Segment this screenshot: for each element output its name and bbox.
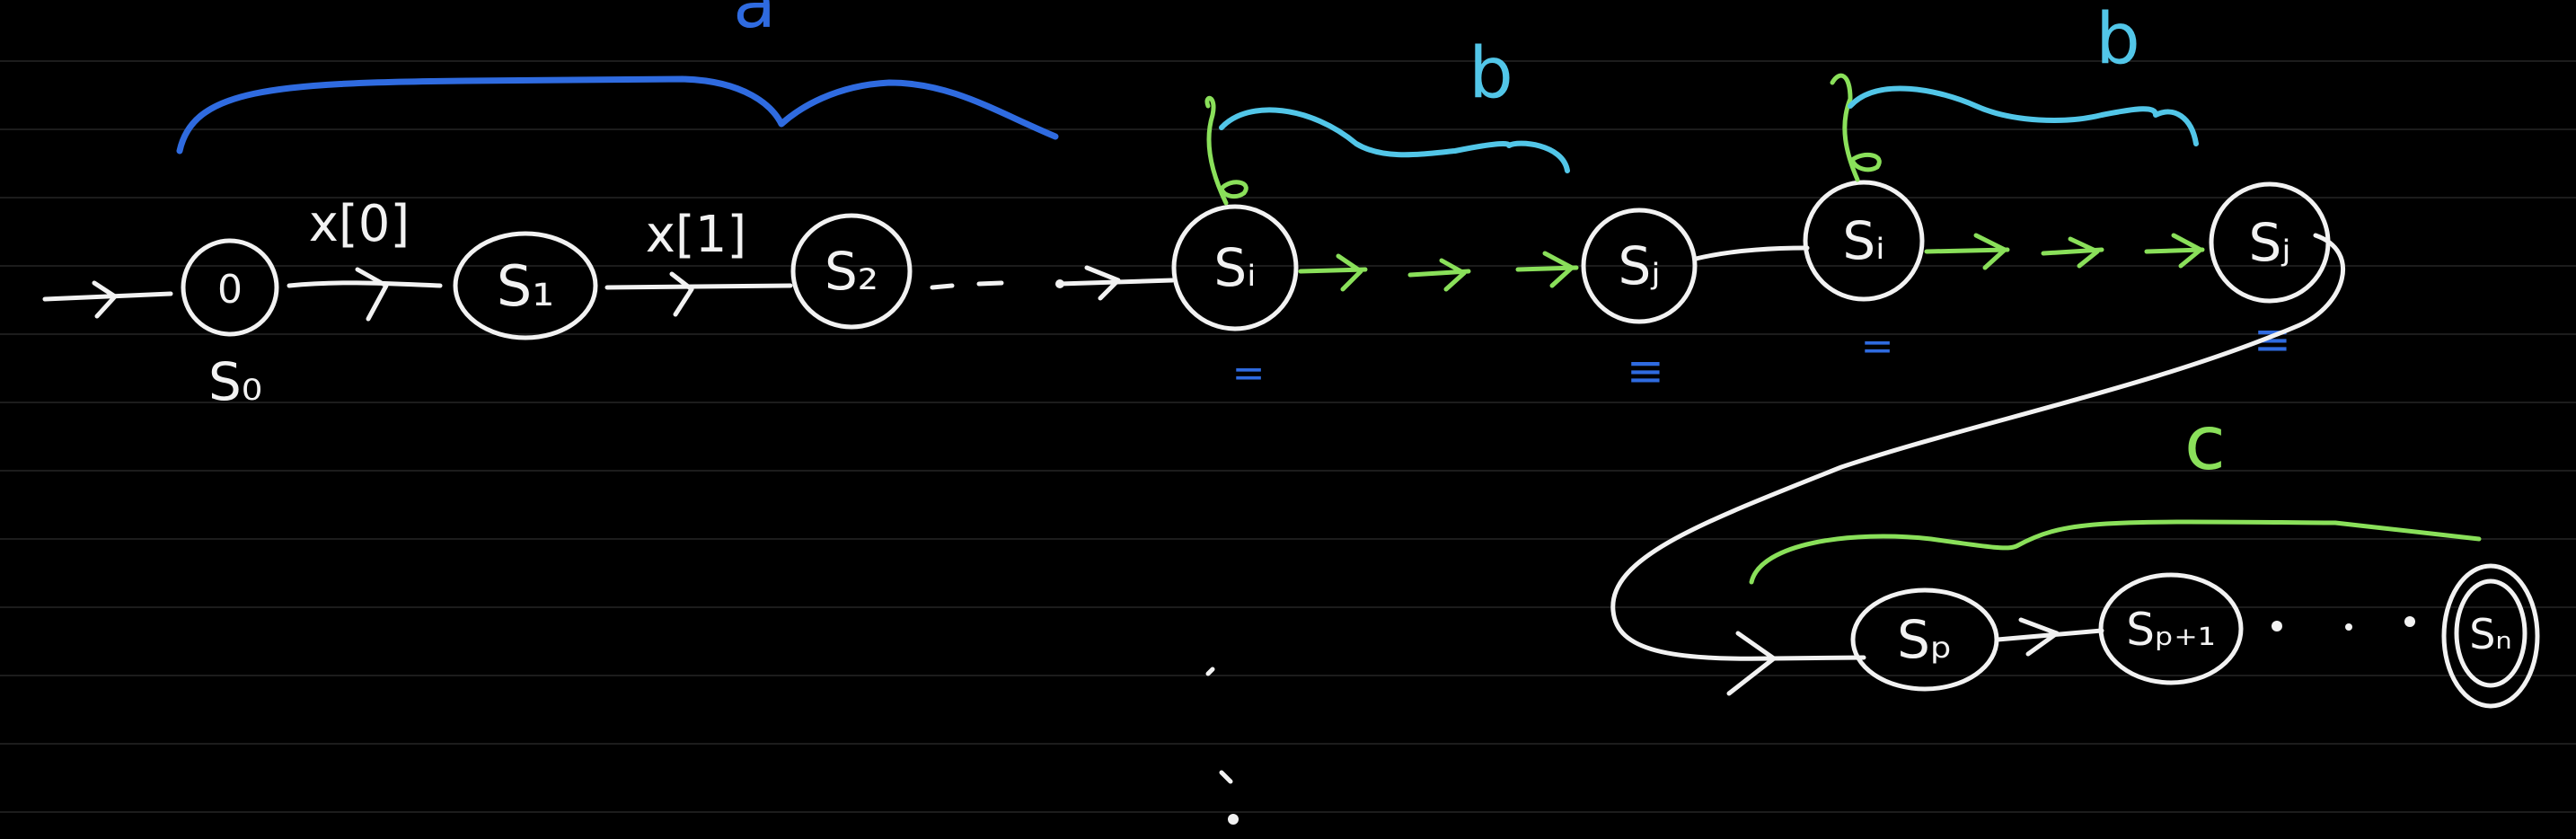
edge-x1-label: x[1] xyxy=(646,206,746,264)
state-s0-label: 0 xyxy=(217,267,243,313)
state-s0: 0 S₀ xyxy=(181,238,279,412)
edge-x1: x[1] xyxy=(604,206,793,317)
vertical-ellipsis xyxy=(1205,667,1239,825)
start-arrow xyxy=(42,280,173,319)
state-s2-label: S₂ xyxy=(825,241,878,302)
ruled-lines xyxy=(0,60,2576,813)
state-sj-1-label: Sⱼ xyxy=(1619,235,1661,296)
state-sp1: Sₚ₊₁ xyxy=(2098,572,2244,685)
state-sp1-label: Sₚ₊₁ xyxy=(2126,604,2216,656)
mark-si-2: = xyxy=(1861,323,1894,369)
brace-b-2-label: b xyxy=(2095,0,2140,80)
state-sj-1: Sⱼ ≡ xyxy=(1581,208,1698,397)
ellipsis-dashes-1 xyxy=(930,265,1175,301)
state-si-1-label: Sᵢ xyxy=(1213,237,1256,298)
green-path-2 xyxy=(1924,233,2205,270)
state-s2: S₂ xyxy=(790,213,913,330)
state-sn-label: Sₙ xyxy=(2469,610,2512,658)
state-s1: S₁ xyxy=(453,231,598,340)
brace-b-1: b xyxy=(1219,33,1570,173)
edge-x0: x[0] xyxy=(287,195,443,322)
state-si-1: Sᵢ = xyxy=(1171,95,1299,396)
brace-b-2: b xyxy=(1848,0,2199,146)
edge-x0-label: x[0] xyxy=(309,195,410,253)
edge-sj-si xyxy=(1693,245,1810,261)
brace-b-1-label: b xyxy=(1469,33,1513,114)
brace-a: a xyxy=(176,0,1059,155)
green-path-1 xyxy=(1298,251,1579,292)
state-sj-2-label: Sⱼ xyxy=(2249,212,2291,273)
state-s0-sub: S₀ xyxy=(208,351,262,412)
mark-sj-1: ≡ xyxy=(1627,345,1664,397)
state-s1-label: S₁ xyxy=(497,253,554,319)
brace-a-label: a xyxy=(733,0,776,44)
state-sp-label: Sₚ xyxy=(1897,609,1953,670)
mark-si-1: = xyxy=(1232,350,1266,396)
state-sp: Sₚ xyxy=(1850,587,1999,692)
state-si-2: Sᵢ = xyxy=(1803,73,1925,369)
brace-c-label: c xyxy=(2184,399,2226,487)
brace-c: c xyxy=(1749,399,2482,585)
ellipsis-dots-2 xyxy=(2272,616,2415,631)
edge-sp-sp1 xyxy=(1995,617,2104,657)
state-si-2-label: Sᵢ xyxy=(1842,210,1884,271)
state-sn: Sₙ xyxy=(2441,563,2540,709)
edge-sj-to-sp xyxy=(1610,233,2345,696)
